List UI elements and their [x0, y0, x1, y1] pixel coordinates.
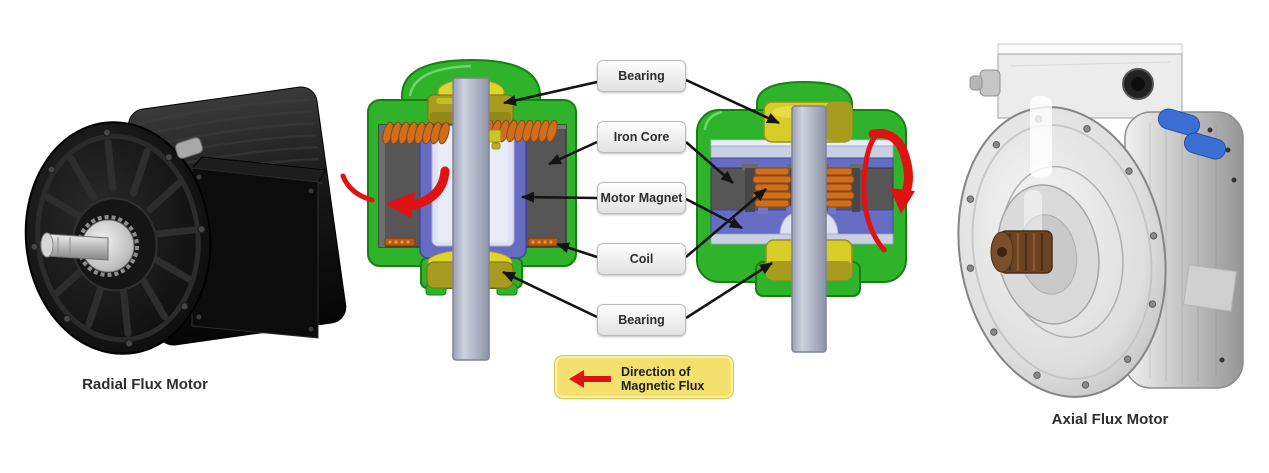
- coil-stacks: [752, 167, 855, 208]
- motor-fitting: [174, 137, 204, 159]
- label-box-iron-core: Iron Core: [597, 121, 686, 153]
- motor-shaft: [40, 215, 139, 277]
- radial-flux-motor-photo: [24, 86, 347, 355]
- caption-radial-flux-motor: Radial Flux Motor: [82, 376, 208, 393]
- blue-fittings: [1157, 108, 1227, 160]
- arrow-bearing-top-left: [503, 80, 598, 106]
- nameplate-sticker: [1182, 264, 1238, 312]
- caption-axial-flux-motor: Axial Flux Motor: [1051, 411, 1169, 428]
- reflection-strip: [1030, 96, 1052, 178]
- arrow-bearing-top-right: [685, 78, 780, 125]
- legend-text: Direction of Magnetic Flux: [621, 365, 704, 393]
- legend-line-1: Direction of: [621, 365, 691, 379]
- coil-windings-bottom: [384, 237, 559, 247]
- rotation-arrow-right: [861, 129, 915, 253]
- arrow-motor-magnet-right: [685, 197, 743, 230]
- rotor-shaft: [452, 77, 490, 361]
- arrow-motor-magnet-left: [521, 191, 598, 203]
- flux-direction-arrow-icon: [569, 370, 611, 388]
- rotation-arrow-left: [340, 166, 450, 218]
- arrow-iron-core-right: [685, 141, 734, 184]
- axial-flux-motor-photo: [957, 43, 1244, 398]
- motor-terminal-box: [969, 43, 1183, 119]
- flux-direction-legend: Direction of Magnetic Flux: [555, 356, 733, 398]
- radial-flux-cross-section: [340, 58, 577, 361]
- legend-line-2: Magnetic Flux: [621, 379, 705, 393]
- arrow-bearing-bottom-left: [502, 270, 598, 319]
- axial-flux-cross-section: [696, 80, 915, 353]
- arrow-bearing-bottom-right: [685, 261, 773, 320]
- rotor-shaft: [791, 105, 827, 353]
- arrow-coil-left: [556, 242, 598, 259]
- arrow-iron-core-left: [548, 140, 598, 166]
- arrow-coil-right: [685, 188, 767, 258]
- label-box-coil: Coil: [597, 243, 686, 275]
- label-box-bearing-top: Bearing: [597, 60, 686, 92]
- label-box-bearing-bottom: Bearing: [597, 304, 686, 336]
- splined-shaft: [990, 230, 1053, 274]
- motor-junction-box: [190, 156, 327, 339]
- connector-arrows: [502, 78, 780, 320]
- label-box-motor-magnet: Motor Magnet: [597, 182, 686, 214]
